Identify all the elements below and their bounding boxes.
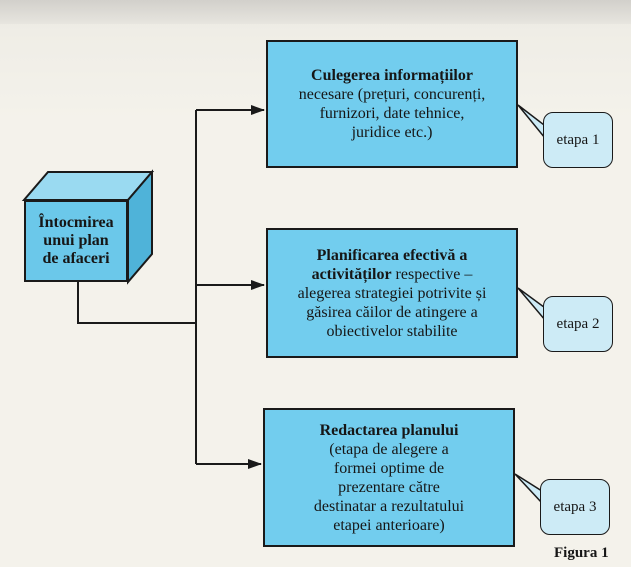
step-3-box: Redactarea planului (etapa de alegere a … xyxy=(263,408,515,547)
step-3-line-2: formei optime de xyxy=(333,459,445,477)
step-3-line-3: prezentare către xyxy=(338,478,440,496)
step-1-line-1: necesare (prețuri, concurenți, xyxy=(298,86,486,103)
step-3-line-4: destinatar a rezultatului xyxy=(313,497,465,515)
step-3-title: Redactarea planului xyxy=(319,421,459,439)
step-1-box: Culegerea informațiilor necesare (prețur… xyxy=(266,40,518,168)
step-1-title: Culegerea informațiilor xyxy=(311,67,473,84)
scanned-top-strip xyxy=(0,0,631,24)
step-1-line-3: juridice etc.) xyxy=(351,124,433,141)
step-1-line-2: furnizori, date tehnice, xyxy=(319,105,465,122)
step-2-title-line-2: activităților xyxy=(311,265,392,283)
connector-from-start xyxy=(77,282,196,324)
step-2-line-1: alegerea strategiei potrivite și xyxy=(297,284,487,302)
callout-etapa-2: etapa 2 xyxy=(543,296,613,352)
step-2-title-line-1: Planificarea efectivă a xyxy=(316,246,468,264)
step-2-box: Planificarea efectivă a activităților re… xyxy=(266,228,518,358)
callout-etapa-3: etapa 3 xyxy=(540,479,610,535)
step-2-title-tail: respective – xyxy=(391,265,473,283)
step-2-line-2: găsirea căilor de atingere a xyxy=(306,303,478,321)
callout-etapa-1: etapa 1 xyxy=(543,112,613,168)
figure-caption: Figura 1 xyxy=(554,545,609,561)
cube-side-face xyxy=(127,169,153,285)
start-node-cube: Întocmirea unui plan de afaceri xyxy=(24,200,128,282)
step-2-line-3: obiectivelor stabilite xyxy=(326,322,458,340)
step-3-line-1: (etapa de alegere a xyxy=(329,440,449,458)
start-node-title: Întocmirea unui plan de afaceri xyxy=(38,214,114,267)
step-2-title-row: activităților respective – xyxy=(276,265,508,284)
step-3-line-5: etapei anterioare) xyxy=(333,516,445,534)
